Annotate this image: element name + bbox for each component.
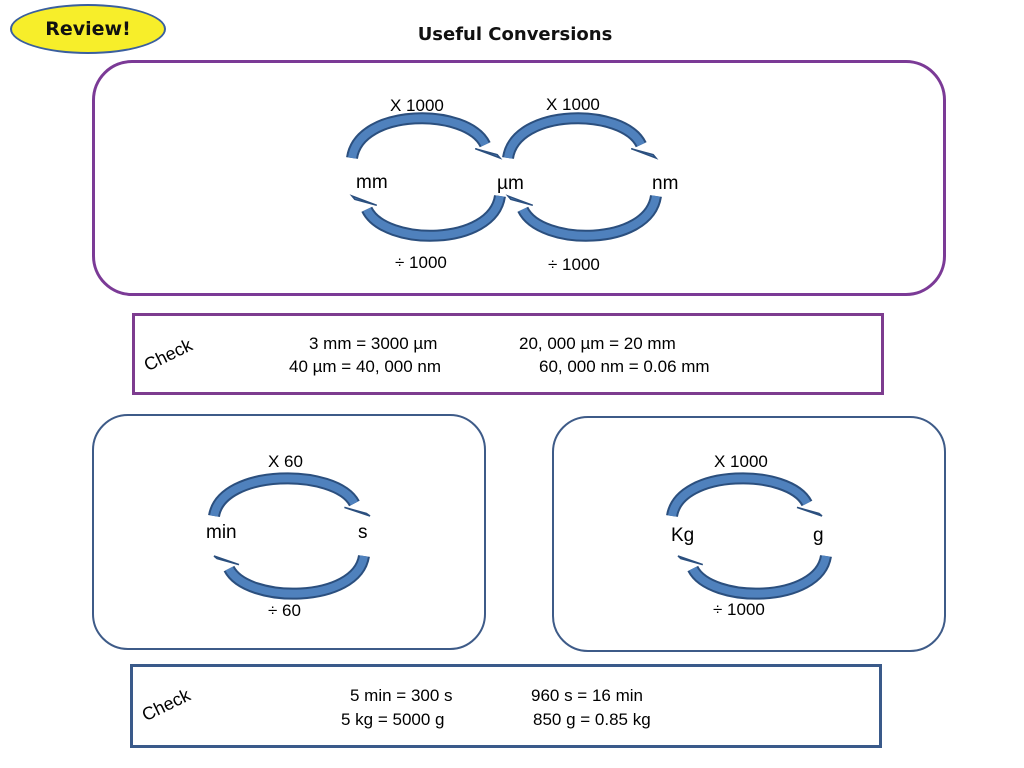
- check-equation: 20, 000 µm = 20 mm: [519, 334, 676, 353]
- kg-to-g-multiply-label: X 1000: [714, 452, 768, 471]
- min-to-s-multiply-label: X 60: [268, 452, 303, 471]
- mass-conversion-panel: [552, 416, 946, 652]
- um-to-mm-divide-label: ÷ 1000: [395, 253, 447, 272]
- page-title: Useful Conversions: [417, 24, 613, 45]
- g-to-kg-divide-label: ÷ 1000: [713, 600, 765, 619]
- check-equation: 60, 000 nm = 0.06 mm: [539, 357, 710, 376]
- check-box-time-mass: [130, 664, 882, 748]
- unit-s: s: [358, 522, 368, 543]
- check-equation: 850 g = 0.85 kg: [533, 710, 651, 729]
- check-equation: 960 s = 16 min: [531, 686, 643, 705]
- check-equation: 3 mm = 3000 µm: [309, 334, 438, 353]
- check-equation: 5 kg = 5000 g: [341, 710, 445, 729]
- review-badge: Review!: [10, 4, 166, 54]
- check-box-length: [132, 313, 884, 395]
- nm-to-um-divide-label: ÷ 1000: [548, 255, 600, 274]
- length-conversion-panel: [92, 60, 946, 296]
- check-equation: 5 min = 300 s: [350, 686, 453, 705]
- mm-to-um-multiply-label: X 1000: [390, 96, 444, 115]
- check-equation: 40 µm = 40, 000 nm: [289, 357, 442, 376]
- unit-g: g: [813, 525, 824, 546]
- um-to-nm-multiply-label: X 1000: [546, 95, 600, 114]
- time-conversion-panel: [92, 414, 486, 650]
- s-to-min-divide-label: ÷ 60: [268, 601, 301, 620]
- unit-mm: mm: [356, 172, 388, 193]
- unit-kg: Kg: [671, 525, 695, 546]
- unit-min: min: [206, 522, 237, 543]
- unit-um: µm: [497, 173, 524, 194]
- unit-nm: nm: [652, 173, 679, 194]
